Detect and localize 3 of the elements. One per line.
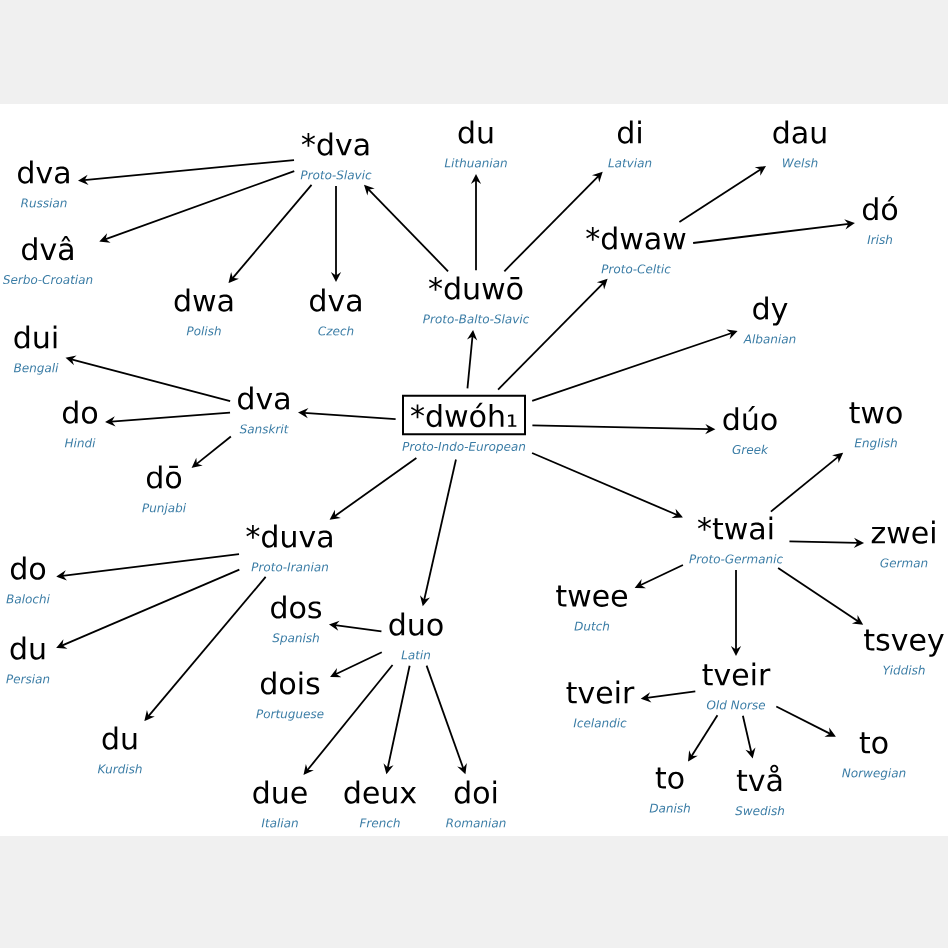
arrow	[775, 705, 836, 737]
arrow	[303, 664, 394, 775]
arrow	[330, 651, 383, 678]
